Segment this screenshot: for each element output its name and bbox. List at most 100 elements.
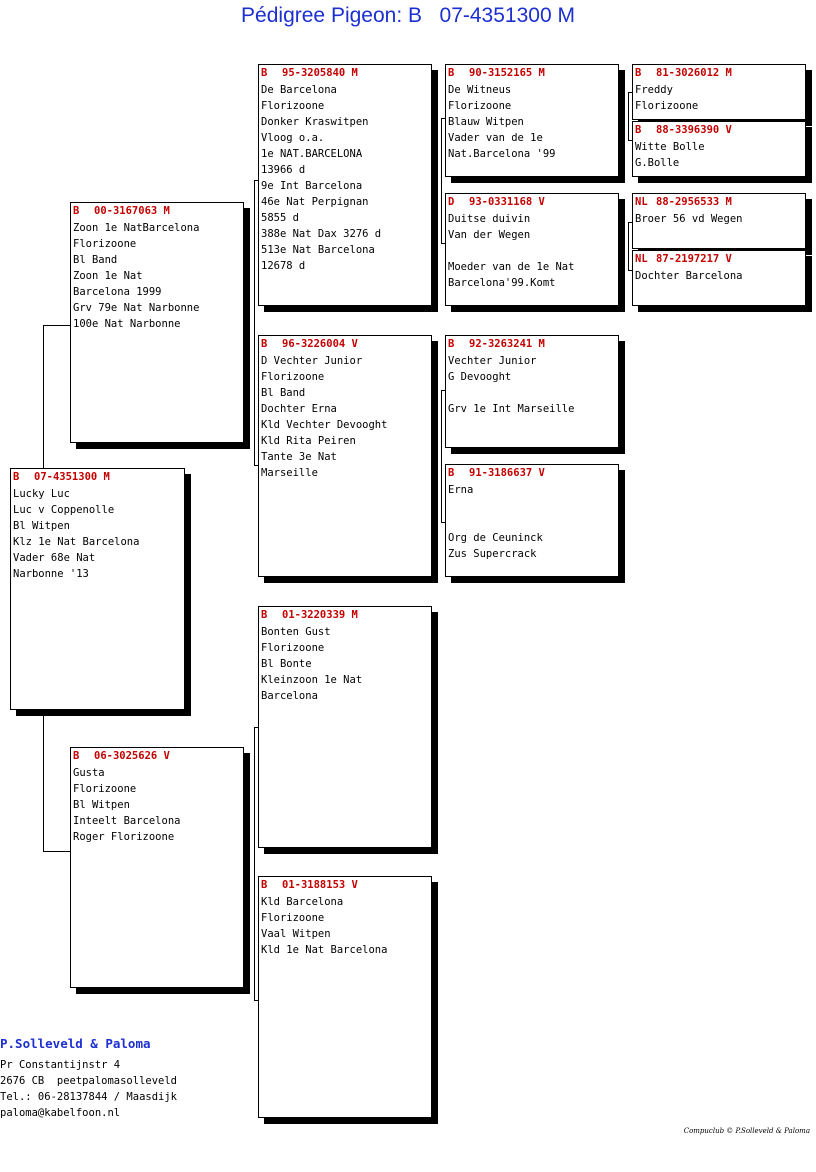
pigeon-info-line: 13966 d xyxy=(261,164,306,176)
connector-line xyxy=(441,118,442,243)
pigeon-info-line: Zoon 1e Nat xyxy=(73,270,143,282)
pigeon-info-line: Florizoone xyxy=(261,912,325,924)
pigeon-info-line: Org de Ceuninck xyxy=(448,532,543,544)
pigeon-info-line: 9e Int Barcelona xyxy=(261,180,363,192)
ring-header: NL 87-2197217 V xyxy=(635,252,803,266)
country-code: B xyxy=(635,124,642,136)
breeder-email: paloma@kabelfoon.nl xyxy=(0,1107,121,1119)
pigeon-info-line: Vader van de 1e xyxy=(448,132,543,144)
pigeon-info-line xyxy=(448,243,616,259)
ring-number: 96-3226004 V xyxy=(282,338,358,350)
pigeon-info-line: Barcelona'99.Komt xyxy=(448,277,556,289)
ring-number: 00-3167063 M xyxy=(94,205,170,217)
ring-header: B 96-3226004 V xyxy=(261,337,429,351)
pigeon-info-line: Dochter Erna xyxy=(261,403,337,415)
pigeon-info-line: G.Bolle xyxy=(635,157,680,169)
pigeon-info-line xyxy=(448,498,616,514)
pigeon-info-line: Duitse duivin xyxy=(448,213,531,225)
connector-line xyxy=(254,180,258,181)
ring-number: 01-3188153 V xyxy=(282,879,358,891)
pigeon-info-line: Nat.Barcelona '99 xyxy=(448,148,556,160)
pigeon-info-line: Barcelona xyxy=(261,690,318,702)
connector-line xyxy=(43,710,44,851)
ring-number: 87-2197217 V xyxy=(656,253,732,265)
connector-line xyxy=(441,390,445,391)
ring-number: 88-3396390 V xyxy=(656,124,732,136)
country-code: B xyxy=(261,338,268,350)
ring-number: 93-0331168 V xyxy=(469,196,545,208)
pigeon-info-line: Broer 56 vd Wegen xyxy=(635,213,743,225)
pigeon-info-line: Van der Wegen xyxy=(448,229,531,241)
pigeon-info-line: Grv 79e Nat Narbonne xyxy=(73,302,200,314)
pigeon-info-line: 388e Nat Dax 3276 d xyxy=(261,228,382,240)
pigeon-info-line: 100e Nat Narbonne xyxy=(73,318,181,330)
pigeon-info-line: Kleinzoon 1e Nat xyxy=(261,674,363,686)
pigeon-info-line: Florizoone xyxy=(448,100,512,112)
connector-line xyxy=(628,92,629,140)
pigeon-info-line: Grv 1e Int Marseille xyxy=(448,403,575,415)
pigeon-info-line: Zoon 1e NatBarcelona xyxy=(73,222,200,234)
connector-line xyxy=(254,727,255,1000)
country-code: B xyxy=(635,67,642,79)
ring-number: 06-3025626 V xyxy=(94,750,170,762)
pigeon-info-line: Luc v Coppenolle xyxy=(13,504,115,516)
connector-line xyxy=(628,222,632,223)
connector-line xyxy=(43,325,44,470)
pigeon-info-line: Moeder van de 1e Nat xyxy=(448,261,575,273)
country-code: NL xyxy=(635,253,648,265)
connector-line xyxy=(628,92,632,93)
breeder-name: P.Solleveld & Paloma xyxy=(0,1036,151,1051)
connector-line xyxy=(254,1000,258,1001)
pigeon-info-line: Florizoone xyxy=(261,100,325,112)
pigeon-info-line: Florizoone xyxy=(261,642,325,654)
ring-header: B 00-3167063 M xyxy=(73,204,241,218)
pigeon-info-line: Lucky Luc xyxy=(13,488,70,500)
pigeon-info-line: 1e NAT.BARCELONA xyxy=(261,148,363,160)
ring-number: 95-3205840 M xyxy=(282,67,358,79)
pigeon-info-line: Blauw Witpen xyxy=(448,116,524,128)
connector-line xyxy=(441,522,445,523)
pigeon-info-line: Bl Witpen xyxy=(13,520,70,532)
ring-header: NL 88-2956533 M xyxy=(635,195,803,209)
pigeon-info-line: Narbonne '13 xyxy=(13,568,89,580)
pigeon-info-line: 5855 d xyxy=(261,212,299,224)
pigeon-info-line: G Devooght xyxy=(448,371,512,383)
pigeon-info-line: Vader 68e Nat xyxy=(13,552,96,564)
pigeon-info-line: D Vechter Junior xyxy=(261,355,363,367)
pigeon-info-line: Zus Supercrack xyxy=(448,548,537,560)
connector-line xyxy=(628,270,632,271)
pigeon-info-line: Klz 1e Nat Barcelona xyxy=(13,536,140,548)
pigeon-info-line: 12678 d xyxy=(261,260,306,272)
pigeon-info-line: 513e Nat Barcelona xyxy=(261,244,375,256)
pigeon-info-line: Freddy xyxy=(635,84,673,96)
pigeon-info-line xyxy=(448,385,616,401)
breeder-city: 2676 CB peetpalomasolleveld xyxy=(0,1075,178,1087)
country-code: NL xyxy=(635,196,648,208)
ring-header: B 88-3396390 V xyxy=(635,123,803,137)
country-code: B xyxy=(448,467,455,479)
pigeon-info-line: Donker Kraswitpen xyxy=(261,116,369,128)
pigeon-info-line: Barcelona 1999 xyxy=(73,286,162,298)
pigeon-info-line: Inteelt Barcelona xyxy=(73,815,181,827)
pigeon-info-line: Kld Vechter Devooght xyxy=(261,419,388,431)
ring-number: 88-2956533 M xyxy=(656,196,732,208)
pigeon-info-line: Florizoone xyxy=(73,783,137,795)
country-code: B xyxy=(73,205,80,217)
pigeon-info-line: Florizoone xyxy=(635,100,699,112)
